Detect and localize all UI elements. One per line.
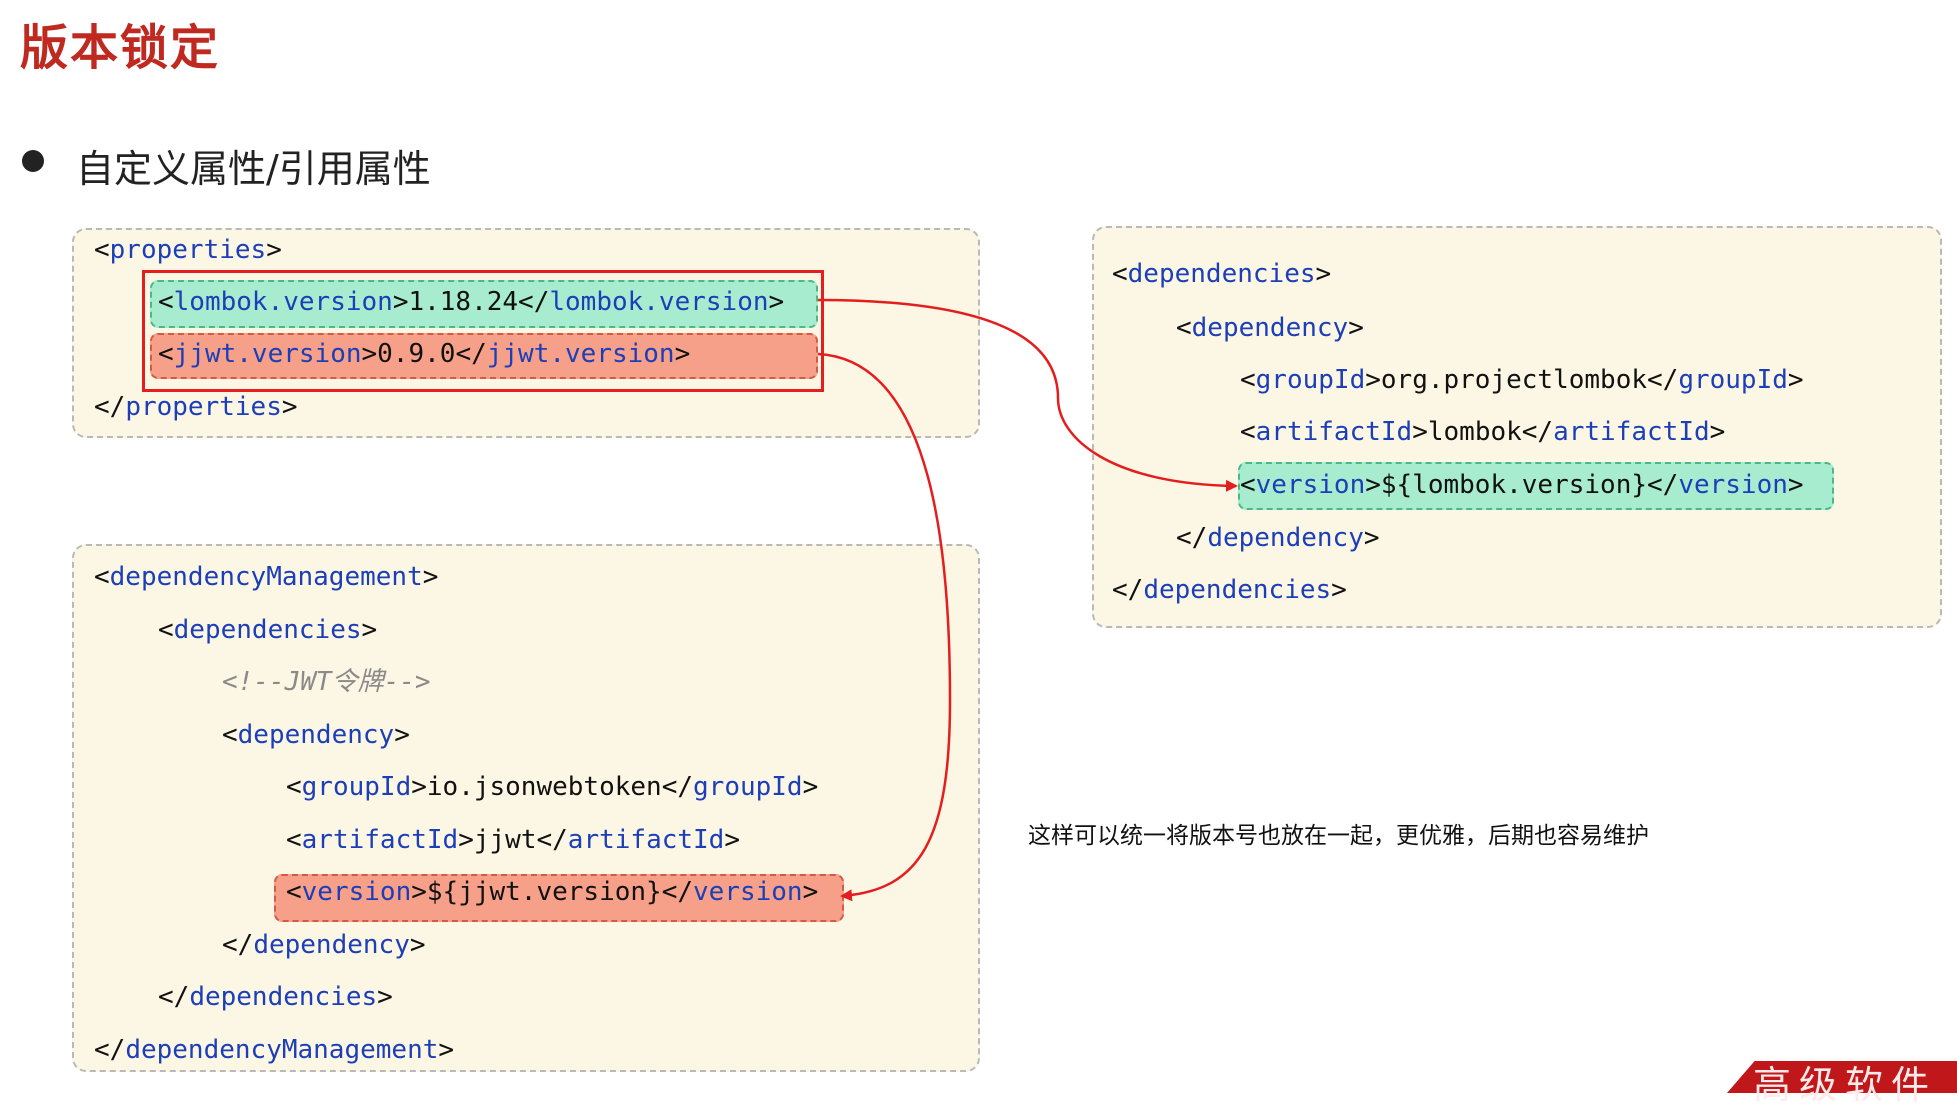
dm-groupid-line: <groupId>io.jsonwebtoken</groupId>	[286, 772, 819, 802]
page-title: 版本锁定	[20, 20, 221, 76]
properties-open-line: <properties>	[94, 235, 282, 265]
properties-selection-frame	[142, 270, 824, 392]
jjwt-version-highlight	[150, 333, 818, 379]
dm-version-line: <version>${jjwt.version}</version>	[286, 877, 819, 907]
artifactid-line: <artifactId>lombok</artifactId>	[1240, 417, 1726, 447]
explanation-note: 这样可以统一将版本号也放在一起，更优雅，后期也容易维护	[1028, 823, 1649, 849]
properties-close-line: </properties>	[94, 392, 298, 422]
jjwt-version-ref-highlight	[274, 874, 844, 922]
bullet-heading: 自定义属性/引用属性	[76, 147, 431, 191]
jwt-comment: <!--JWT令牌-->	[222, 667, 431, 697]
dependency-open-line: <dependency>	[1176, 313, 1364, 343]
lombok-version-ref-highlight	[1238, 462, 1834, 510]
dependency-management-panel	[72, 544, 980, 1072]
deps-close-line: </dependencies>	[1112, 575, 1347, 605]
dependencies-panel	[1092, 226, 1942, 628]
dm-dependency-open-line: <dependency>	[222, 720, 410, 750]
bullet-dot-icon	[22, 150, 44, 172]
dm-open-line: <dependencyManagement>	[94, 562, 439, 592]
jjwt-version-line: <jjwt.version>0.9.0</jjwt.version>	[158, 339, 691, 369]
deps-open-line: <dependencies>	[1112, 259, 1332, 289]
dm-dependency-close-line: </dependency>	[222, 930, 426, 960]
dm-deps-close-line: </dependencies>	[158, 982, 393, 1012]
lombok-version-line: <lombok.version>1.18.24</lombok.version>	[158, 287, 785, 317]
version-ref-line: <version>${lombok.version}</version>	[1240, 470, 1804, 500]
lombok-version-highlight	[150, 280, 818, 328]
dm-deps-open-line: <dependencies>	[158, 615, 378, 645]
corner-banner-text: 高级软件	[1752, 1063, 1937, 1107]
dm-artifactid-line: <artifactId>jjwt</artifactId>	[286, 825, 740, 855]
jjwt-arrow	[817, 352, 952, 902]
lombok-arrow	[817, 298, 1238, 492]
groupid-line: <groupId>org.projectlombok</groupId>	[1240, 365, 1804, 395]
dependency-close-line: </dependency>	[1176, 523, 1380, 553]
dm-close-line: </dependencyManagement>	[94, 1035, 455, 1065]
corner-banner	[1727, 1061, 1957, 1093]
